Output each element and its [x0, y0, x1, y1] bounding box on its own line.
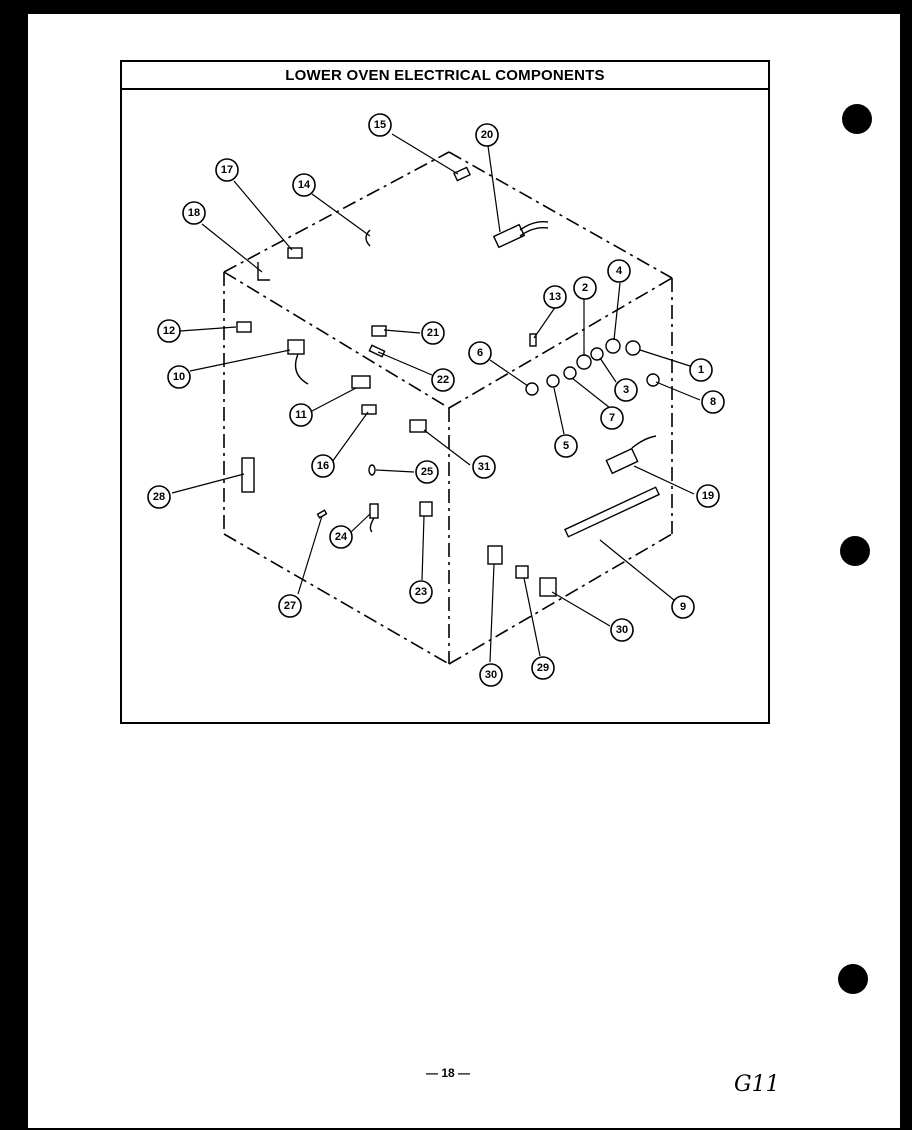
callout-30-bottom: 30 — [485, 669, 497, 681]
callout-31: 31 — [478, 461, 490, 473]
callout-8: 8 — [710, 396, 716, 408]
callout-11: 11 — [295, 409, 307, 421]
callout-18: 18 — [188, 207, 200, 219]
callout-7: 7 — [609, 412, 615, 424]
callout-circles — [147, 113, 725, 687]
callout-6: 6 — [477, 347, 483, 359]
callout-21: 21 — [427, 327, 439, 339]
leader-lines — [171, 133, 701, 663]
callout-10: 10 — [173, 371, 185, 383]
callout-25: 25 — [421, 466, 433, 478]
punch-hole-middle — [840, 536, 870, 566]
callout-labels: 15 20 17 14 18 12 10 21 22 11 16 31 25 2… — [153, 119, 716, 681]
callout-17: 17 — [221, 164, 233, 176]
punch-hole-top — [842, 104, 872, 134]
components — [236, 166, 660, 597]
callout-20: 20 — [481, 129, 493, 141]
callout-16: 16 — [317, 460, 329, 472]
diagram-title: LOWER OVEN ELECTRICAL COMPONENTS — [122, 62, 768, 90]
cabinet-box — [223, 151, 673, 665]
callout-12: 12 — [163, 325, 175, 337]
callout-13: 13 — [549, 291, 561, 303]
callout-2: 2 — [582, 282, 588, 294]
callout-27: 27 — [284, 600, 296, 612]
punch-hole-bottom — [838, 964, 868, 994]
callout-30-right: 30 — [616, 624, 628, 636]
callout-24: 24 — [335, 531, 348, 543]
callout-3: 3 — [623, 384, 629, 396]
callout-22: 22 — [437, 374, 449, 386]
callout-23: 23 — [415, 586, 427, 598]
callout-9: 9 — [680, 601, 686, 613]
handwritten-note: G11 — [734, 1072, 780, 1097]
callout-15: 15 — [374, 119, 386, 131]
callout-4: 4 — [616, 265, 623, 277]
callout-5: 5 — [563, 440, 569, 452]
callout-19: 19 — [702, 490, 714, 502]
callout-14: 14 — [298, 179, 311, 191]
page-number: — 18 — — [425, 1066, 470, 1080]
callout-28: 28 — [153, 491, 165, 503]
callout-29: 29 — [537, 662, 549, 674]
callout-1: 1 — [698, 364, 704, 376]
